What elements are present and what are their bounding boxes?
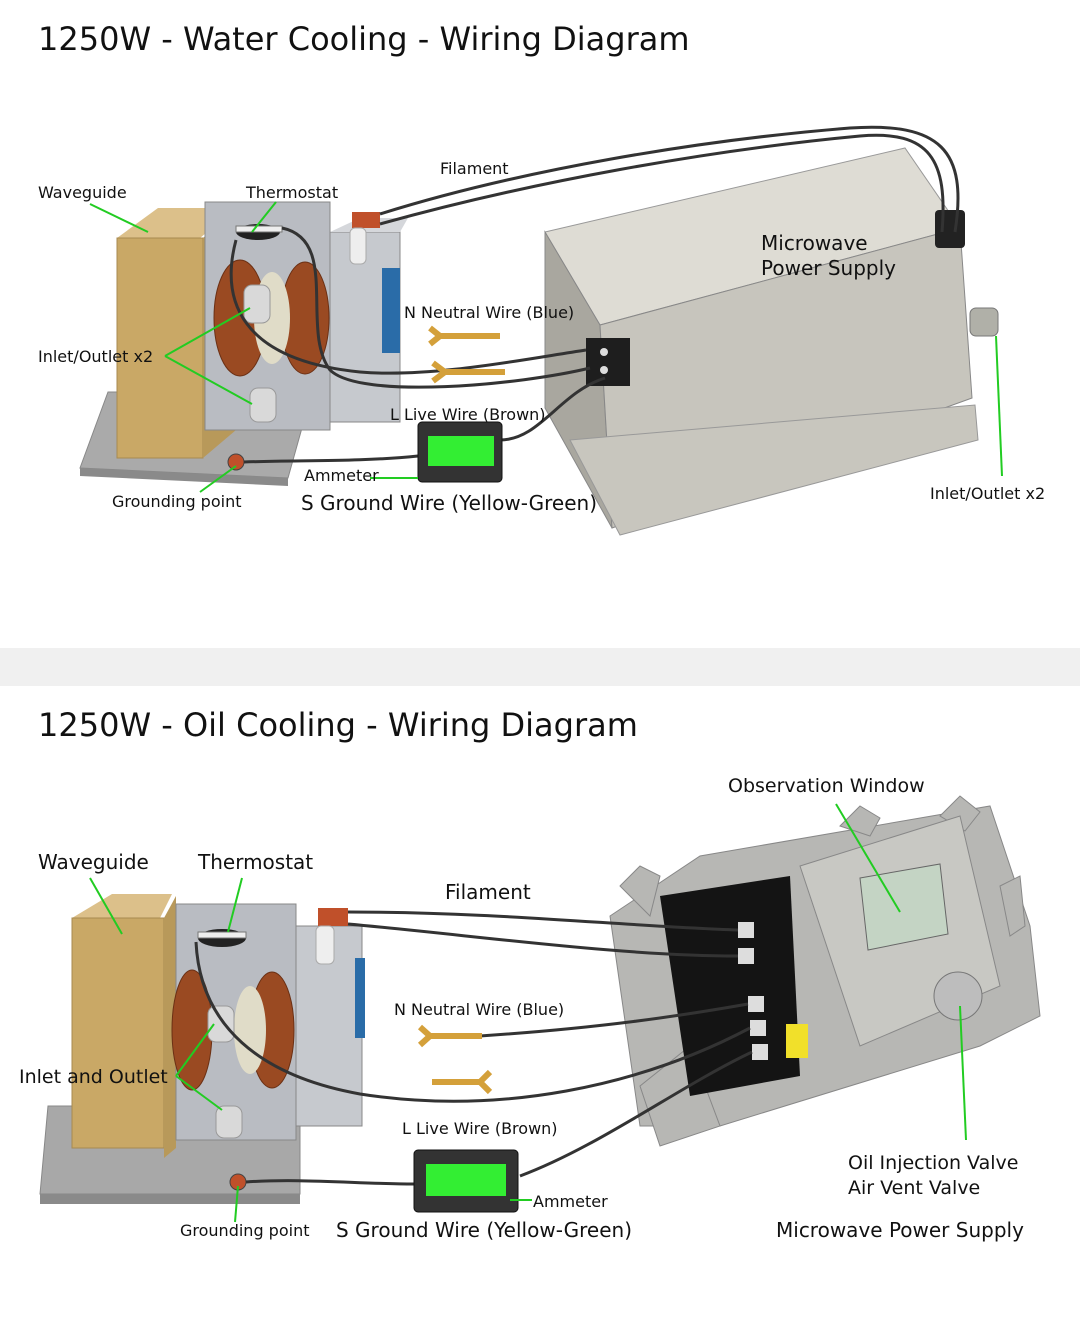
terminal-panel (660, 876, 800, 1096)
label-filament: Filament (440, 159, 509, 178)
label-power-supply-line1: Microwave (761, 231, 868, 255)
page-title-oil: 1250W - Oil Cooling - Wiring Diagram (38, 706, 638, 744)
filament-wire-2 (379, 133, 945, 233)
label-neutral-wire: N Neutral Wire (Blue) (394, 1000, 565, 1019)
label-air-vent-valve: Air Vent Valve (848, 1177, 981, 1199)
oil-outlet-tube (215, 1105, 243, 1139)
terminal-s (752, 1044, 768, 1060)
filament-wire-2 (347, 922, 739, 958)
ammeter-wire (519, 1050, 753, 1178)
label-oil-injection-valve: Oil Injection Valve (848, 1152, 1019, 1174)
live-spade-connector (431, 360, 505, 384)
live-spade-connector (432, 1069, 493, 1095)
filament-terminal-1 (738, 922, 754, 938)
label-ground-wire: S Ground Wire (Yellow-Green) (336, 1218, 633, 1242)
neutral-spade-connector (417, 1024, 482, 1048)
neutral-spade-connector (428, 325, 500, 347)
label-ammeter: Ammeter (304, 466, 379, 485)
terminal-block (586, 338, 630, 386)
ground-wire (243, 454, 419, 464)
filament-terminal (318, 908, 348, 926)
label-filament: Filament (445, 880, 531, 904)
neutral-wire (229, 239, 587, 375)
label-thermostat: Thermostat (198, 850, 314, 874)
oil-cooling-illustration (39, 795, 1041, 1223)
label-live-wire: L Live Wire (Brown) (402, 1119, 558, 1138)
water-outlet-tube (249, 387, 277, 423)
filament-terminal (352, 212, 380, 228)
label-inlet-outlet-right: Inlet/Outlet x2 (930, 484, 1046, 503)
waveguide-block (72, 894, 172, 918)
filament-terminal-2 (738, 948, 754, 964)
label-neutral-wire: N Neutral Wire (Blue) (404, 303, 575, 322)
psu-water-port (969, 307, 999, 337)
filament-wire-1 (379, 125, 960, 233)
label-ground-wire: S Ground Wire (Yellow-Green) (301, 491, 598, 515)
grounding-point-screw (227, 453, 245, 471)
page-title-water: 1250W - Water Cooling - Wiring Diagram (38, 20, 690, 58)
label-grounding-point: Grounding point (180, 1221, 310, 1240)
label-waveguide: Waveguide (38, 850, 149, 874)
ammeter-wire (499, 376, 606, 442)
status-indicator (786, 1024, 808, 1058)
label-ammeter: Ammeter (533, 1192, 608, 1211)
oil-cooling-section: 1250W - Oil Cooling - Wiring Diagram Wav… (0, 686, 1080, 1335)
label-inlet-and-outlet: Inlet and Outlet (19, 1066, 168, 1088)
label-power-supply: Microwave Power Supply (776, 1218, 1024, 1242)
label-live-wire: L Live Wire (Brown) (390, 405, 546, 424)
water-cooling-illustration (79, 125, 1003, 536)
label-waveguide: Waveguide (38, 183, 127, 202)
filament-wire-1 (347, 910, 739, 932)
leader-lines (89, 201, 1003, 493)
ground-wire (245, 1179, 415, 1186)
label-grounding-point: Grounding point (112, 492, 242, 511)
label-power-supply-line2: Power Supply (761, 256, 896, 280)
leader-lines (89, 803, 967, 1223)
label-inlet-outlet-left: Inlet/Outlet x2 (38, 347, 154, 366)
live-wire (194, 941, 751, 1103)
label-observation-window: Observation Window (728, 775, 925, 797)
oil-inlet-tube (207, 1005, 235, 1043)
water-inlet-tube (243, 284, 271, 324)
terminal-l (750, 1020, 766, 1036)
water-cooling-section: 1250W - Water Cooling - Wiring Diagram W… (0, 0, 1080, 648)
observation-window (859, 863, 949, 951)
neutral-wire (479, 1002, 749, 1038)
oil-injection-valve (933, 971, 983, 1021)
section-divider (0, 648, 1080, 686)
terminal-n (748, 996, 764, 1012)
label-thermostat: Thermostat (246, 183, 339, 202)
live-wire (281, 226, 591, 389)
filament-connector (935, 210, 965, 248)
